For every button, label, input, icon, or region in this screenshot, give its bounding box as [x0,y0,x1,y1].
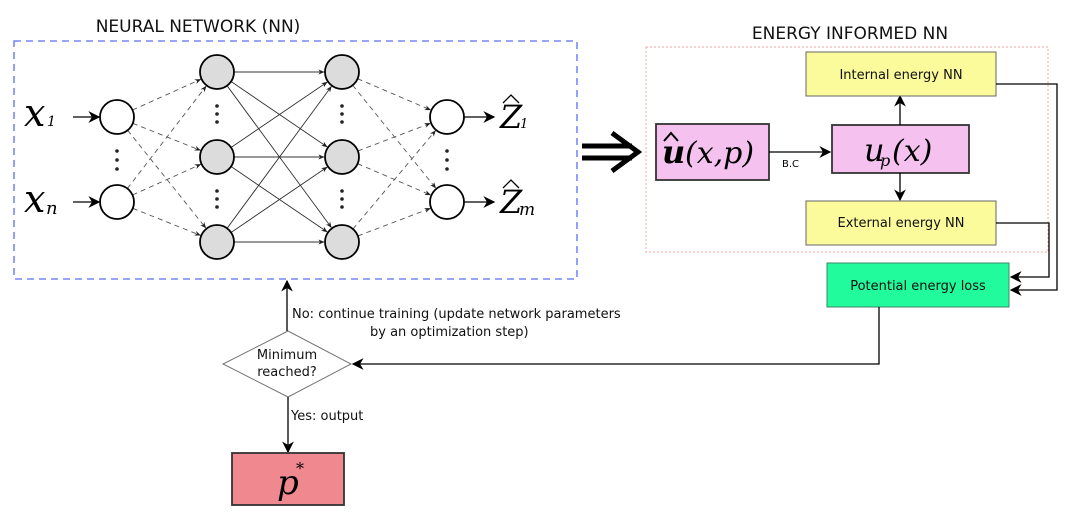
no-label-line1: No: continue training (update network pa… [292,307,621,322]
nn-nodes [99,54,465,260]
svg-text:Z: Z [499,183,523,221]
nn-connection [230,81,328,148]
nn-connection [127,129,207,229]
decision-diamond[interactable] [221,330,353,398]
svg-text:n: n [46,198,58,219]
decision-line2: reached? [257,365,317,380]
p-star-label: p * [277,459,304,503]
external-energy-box[interactable] [805,200,997,246]
ellipsis-dot [445,167,449,171]
nn-connection [352,84,437,189]
nn-connection [357,122,431,152]
nn-connection [230,81,328,148]
nn-connection [132,163,202,196]
input-node [99,184,135,220]
nn-connection [230,166,328,233]
hidden2-node [324,224,360,260]
ellipsis-dot [340,205,344,209]
internal-energy-box[interactable] [805,51,997,97]
nn-connection [132,78,202,111]
svg-text:1: 1 [520,117,528,132]
hidden1-node [199,224,235,260]
yes-label: Yes: output [290,409,363,424]
nn-connection [127,85,207,189]
nn-connection [230,166,328,233]
external-energy-label: External energy NN [838,216,965,231]
ellipsis-dot [115,158,119,162]
nn-connection [226,85,332,229]
svg-text:x: x [24,91,45,135]
nn-container [13,40,578,280]
ellipsis-dot [340,120,344,124]
ellipsis-dot [340,112,344,116]
svg-text:Z: Z [499,98,523,136]
ellipsis-dot [115,149,119,153]
ellipsis-dot [215,197,219,201]
nn-title: NEURAL NETWORK (NN) [96,17,301,37]
ellipsis-dot [215,112,219,116]
energy-title: ENERGY INFORMED NN [752,24,948,44]
u-hat-box[interactable] [655,123,770,181]
bc-label: B.C [782,159,799,170]
ellipsis-dot [115,167,119,171]
ellipsis-dot [445,158,449,162]
nn-connection [352,130,436,230]
hidden1-node [199,139,235,175]
output-label-z1: Z 1 [499,94,528,136]
potential-energy-loss-box[interactable] [826,262,1010,308]
hidden2-node [324,139,360,175]
svg-text:p: p [880,151,890,170]
nn-connection [357,78,432,111]
svg-text:x: x [24,177,45,221]
internal-to-loss-connector [996,83,1058,296]
svg-text:u: u [864,131,885,169]
svg-text:p: p [277,463,299,503]
ellipsis-dot [445,149,449,153]
output-node [429,99,465,135]
potential-energy-loss-label: Potential energy loss [850,279,986,294]
implies-arrow-icon [582,130,643,174]
nn-connection [357,207,431,237]
hidden1-node [199,54,235,90]
nn-connection [132,122,201,151]
ellipsis-dot [215,205,219,209]
output-node [429,184,465,220]
input-label-x1: x 1 [24,91,56,135]
nn-edges [73,69,496,245]
svg-text:u: u [662,133,685,171]
output-label-zm: Z m [499,179,535,221]
nn-connection [357,163,432,196]
external-to-loss-connector [996,222,1050,283]
loss-to-decision-connector [351,307,880,370]
ellipsis-dot [340,189,344,193]
internal-energy-label: Internal energy NN [839,68,962,83]
u-hat-label: u (x,p) [662,131,754,171]
input-label-xn: x n [24,177,58,221]
svg-text:m: m [519,200,535,220]
nn-connection [132,207,201,236]
svg-text:(x,p): (x,p) [685,136,754,171]
p-star-box[interactable] [231,452,345,506]
ellipsis-dot [215,104,219,108]
decision-line1: Minimum [257,348,317,363]
svg-text:1: 1 [47,114,56,130]
hidden2-node [324,54,360,90]
ellipsis-dot [340,104,344,108]
u-p-label: u p (x) [864,131,932,170]
ellipsis-dot [215,120,219,124]
energy-container [645,46,1049,253]
ellipsis-dot [215,189,219,193]
svg-text:(x): (x) [892,134,932,169]
input-node [99,99,135,135]
svg-text:*: * [296,459,304,478]
ellipsis-dot [340,197,344,201]
no-label-line2: by an optimization step) [370,325,529,340]
